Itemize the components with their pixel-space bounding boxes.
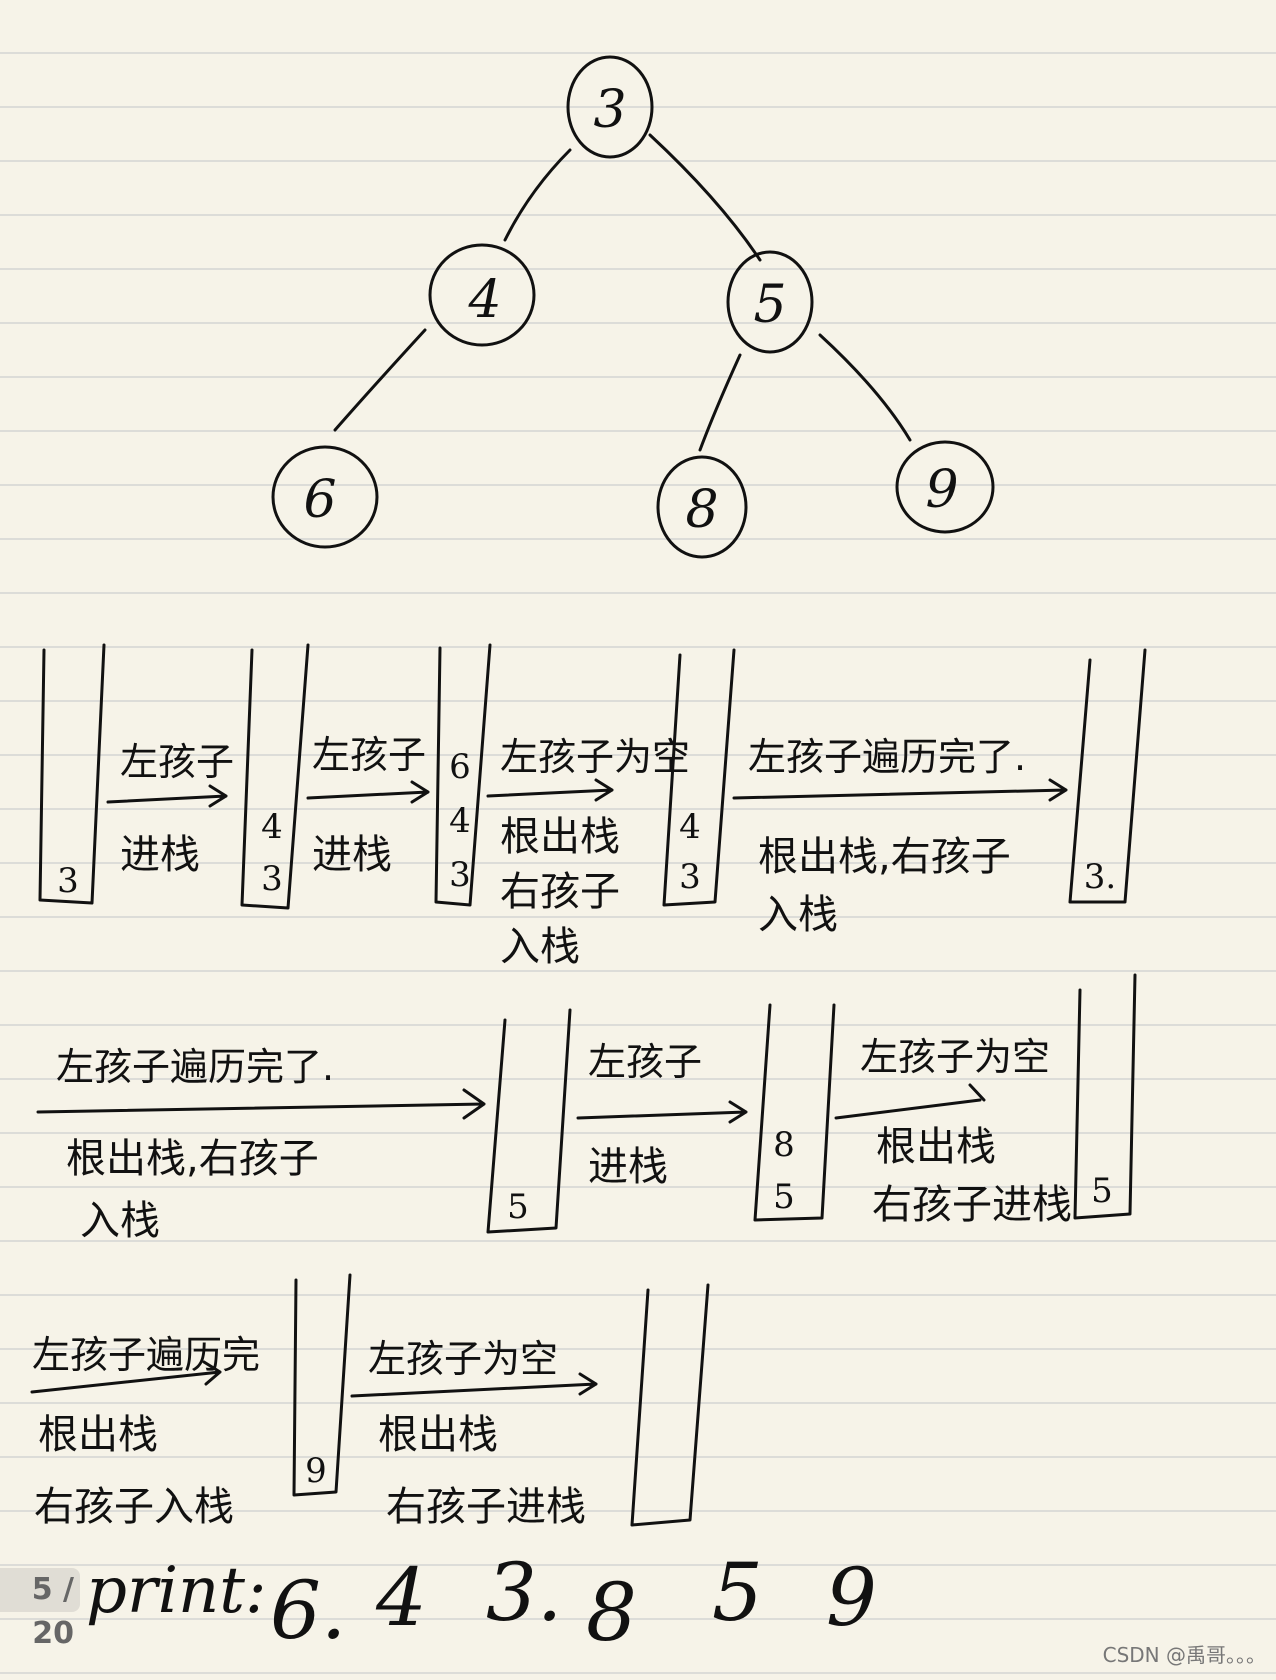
op-top-label: 左孩子为空 [500,735,690,779]
op-bottom-label: 进栈 [120,832,200,878]
stack-value: 3. [1084,857,1116,897]
op-top-label: 左孩子遍历完了. [56,1045,334,1089]
traversal-row-2: 左孩子遍历完了. 根出栈,右孩子 入栈 5 左孩子 进栈 8 5 左孩子为空 根… [36,973,1137,1244]
op-bottom-label: 入栈 [758,892,838,938]
stack [753,1003,836,1222]
op-top-label: 左孩子 [120,740,234,784]
op-bottom-label: 根出栈 [876,1124,996,1170]
arrow [30,1360,222,1394]
op-bottom-label: 进栈 [588,1144,668,1190]
arrow [576,1100,748,1124]
tree-node: 5 [726,250,814,354]
stack [1073,973,1137,1220]
tree-node: 8 [656,455,748,559]
stack-value: 4 [261,807,283,847]
tree-node-label: 6 [303,470,336,530]
tree-node: 9 [895,440,995,534]
tree-node-label: 3 [593,80,626,140]
tree-edge [818,333,912,442]
arrow [306,780,430,804]
op-top-label: 左孩子 [312,733,426,777]
stack-value: 9 [305,1451,327,1491]
print-value: 6. [270,1564,346,1657]
op-bottom-label: 根出栈,右孩子 [758,834,1011,880]
traversal-row-3: 左孩子遍历完 根出栈 右孩子入栈 9 左孩子为空 根出栈 右孩子进栈 [30,1273,710,1530]
op-bottom-label: 根出栈 [378,1412,498,1458]
stack-value: 8 [773,1125,795,1165]
op-bottom-label: 右孩子 [500,869,620,915]
op-top-label: 左孩子遍历完 [32,1333,260,1377]
page-counter: 5 / 20 [0,1568,80,1651]
op-top-label: 左孩子 [588,1040,702,1084]
stack-value: 4 [679,807,701,847]
stack [38,643,106,905]
op-bottom-label: 进栈 [312,832,392,878]
tree-node: 6 [271,445,379,549]
arrow [834,1083,986,1120]
arrow [350,1372,598,1398]
binary-tree: 3 4 5 6 8 9 [271,55,995,559]
print-value: 9 [826,1551,877,1644]
op-top-label: 左孩子为空 [368,1337,558,1381]
op-top-label: 左孩子遍历完了. [748,735,1026,779]
op-bottom-label: 根出栈 [38,1412,158,1458]
op-bottom-label: 根出栈 [500,814,620,860]
op-bottom-label: 入栈 [500,924,580,970]
print-value: 8 [586,1566,637,1659]
stack [434,643,492,907]
op-bottom-label: 入栈 [80,1198,160,1244]
stack-value: 5 [507,1187,529,1227]
tree-node: 3 [566,55,654,159]
stack-value: 3 [679,857,701,897]
print-value: 4 [375,1551,427,1644]
stack [662,648,736,907]
op-bottom-label: 右孩子入栈 [34,1484,234,1530]
stack [486,1008,572,1234]
stack-value: 5 [773,1177,795,1217]
op-bottom-label: 根出栈,右孩子 [66,1136,319,1182]
tree-node-label: 4 [467,270,501,330]
stack-value: 5 [1091,1171,1113,1211]
stack-value: 3 [57,861,79,901]
stack [1068,648,1147,904]
stack [292,1273,352,1497]
tree-edge [698,353,742,452]
tree-node-label: 5 [753,275,786,335]
stack [630,1283,710,1527]
arrow [486,778,614,802]
stack-value: 3 [261,859,283,899]
print-value: 5 [712,1546,763,1639]
op-bottom-label: 右孩子进栈 [872,1182,1072,1228]
stack-value: 3 [449,855,471,895]
stack-value: 4 [449,801,471,841]
tree-edge [503,148,572,242]
tree-node-label: 9 [925,460,958,520]
stack-value: 6 [449,747,471,787]
tree-edge [333,328,427,432]
arrow [106,784,228,808]
op-bottom-label: 右孩子进栈 [386,1484,586,1530]
watermark: CSDN @禹哥。。。 [1102,1643,1266,1667]
print-output: print: 6. 4 3. 8 5 9 [86,1546,877,1659]
traversal-row-1: 3 左孩子 进栈 4 3 左孩子 进栈 6 4 3 左孩子为空 根出栈 右孩子 … [38,643,1147,970]
stack [240,643,310,910]
tree-node: 4 [428,243,536,347]
arrow [732,778,1068,802]
op-top-label: 左孩子为空 [860,1035,1050,1079]
tree-node-label: 8 [685,480,718,540]
print-label: print: [86,1554,267,1628]
print-value: 3. [486,1546,562,1639]
arrow [36,1088,486,1120]
tree-edge [648,133,762,262]
